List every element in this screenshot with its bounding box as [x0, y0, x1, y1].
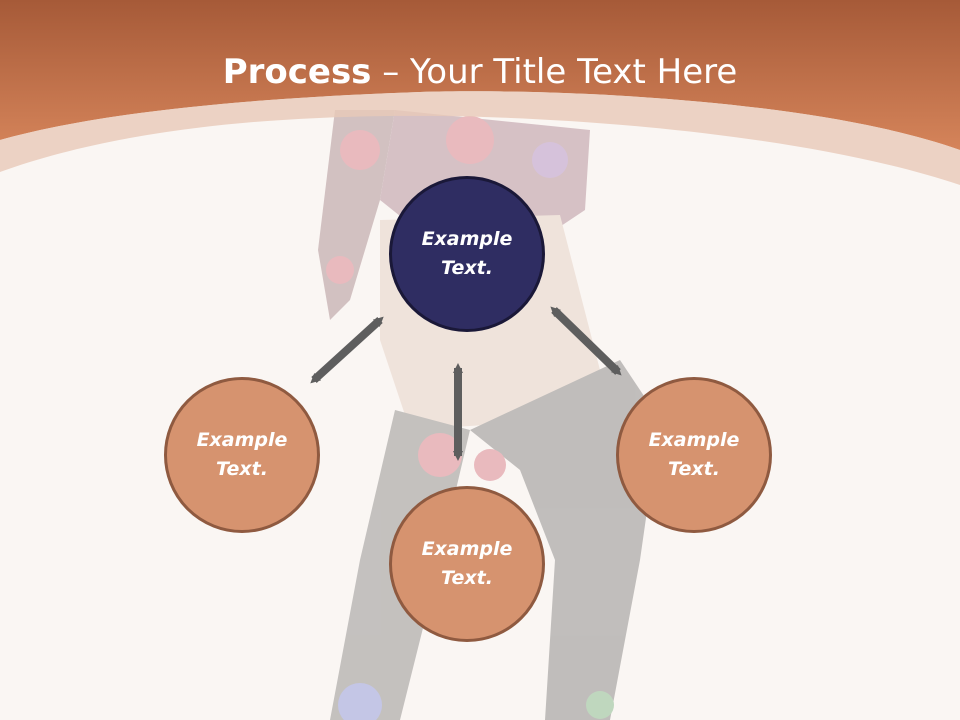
slide-title: Process – Your Title Text Here	[0, 52, 960, 92]
center-node: Example Text.	[389, 176, 545, 332]
center-node-label: Example Text.	[421, 228, 513, 279]
arrow-center-right	[550, 306, 622, 376]
bottom-node: Example Text.	[389, 486, 545, 642]
arrow-center-left	[310, 316, 384, 384]
right-node: Example Text.	[616, 377, 772, 533]
left-node-label: Example Text.	[196, 429, 288, 480]
title-rest: – Your Title Text Here	[371, 52, 738, 92]
bottom-node-label: Example Text.	[421, 538, 513, 589]
header-band	[0, 0, 960, 150]
header-swoosh	[0, 91, 960, 185]
right-node-label: Example Text.	[648, 429, 740, 480]
left-node: Example Text.	[164, 377, 320, 533]
title-bold: Process	[222, 52, 372, 92]
